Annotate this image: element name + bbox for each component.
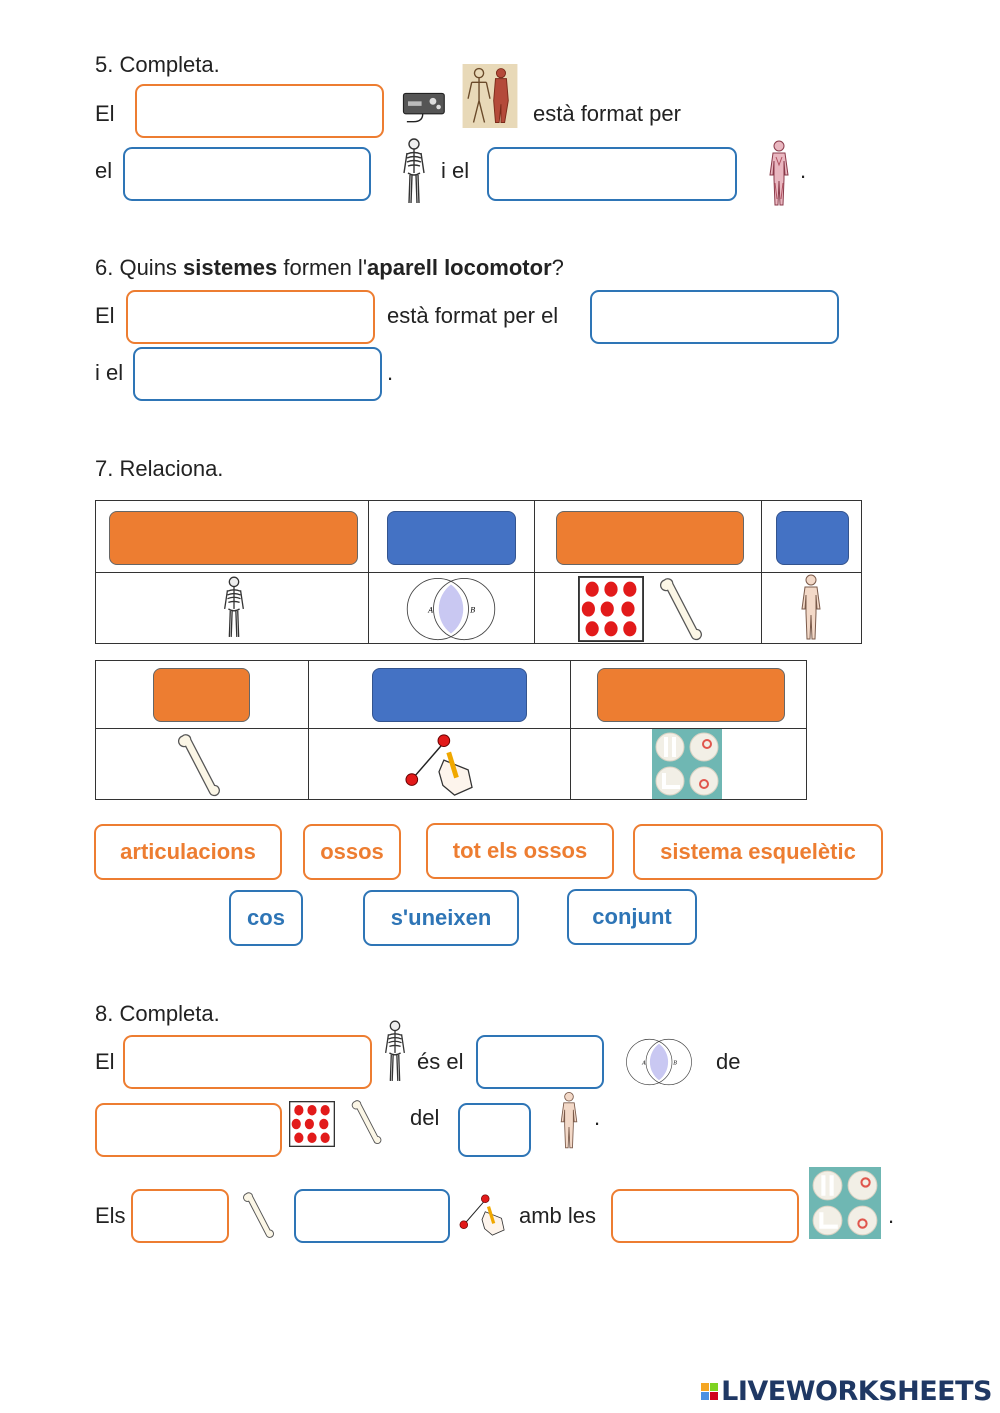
- q8-title: 8. Completa.: [95, 1001, 220, 1026]
- bone-icon: [171, 731, 231, 799]
- q5-answer-3[interactable]: [487, 147, 737, 201]
- q8-answer-6[interactable]: [294, 1189, 450, 1243]
- drop-slot-5[interactable]: [153, 668, 250, 722]
- drop-slot-2[interactable]: [387, 511, 516, 565]
- q8-answer-1[interactable]: [123, 1035, 372, 1089]
- q6-answer-3[interactable]: [133, 347, 382, 401]
- drop-slot-1[interactable]: [109, 511, 358, 565]
- word-articulacions[interactable]: articulacions: [94, 824, 282, 880]
- bone-icon: [346, 1098, 390, 1146]
- human-body-icon: [796, 573, 826, 643]
- red-dots-icon: [288, 1101, 336, 1147]
- q5-text-el-2: el: [95, 158, 113, 183]
- q5-text-iel: i el: [441, 158, 470, 183]
- relate-table-2: [95, 660, 807, 800]
- q6-text-format: està format per el: [387, 303, 559, 328]
- drop-slot-6[interactable]: [372, 668, 527, 722]
- muscle-body-icon: [764, 138, 794, 210]
- q8-period-2: .: [888, 1203, 895, 1228]
- q6-answer-2[interactable]: [590, 290, 839, 344]
- q5-answer-1[interactable]: [135, 84, 384, 138]
- word-tot-els-ossos[interactable]: tot els ossos: [426, 823, 614, 879]
- hand-connect-icon: [456, 1190, 508, 1240]
- q5-answer-2[interactable]: [123, 147, 371, 201]
- drop-slot-4[interactable]: [776, 511, 849, 565]
- q6-period: .: [387, 360, 394, 385]
- q6-title: 6. Quins sistemes formen l'aparell locom…: [95, 255, 564, 280]
- q6-answer-1[interactable]: [126, 290, 375, 344]
- joints-icon: [651, 729, 723, 799]
- hand-connect-icon: [399, 731, 479, 799]
- bone-icon: [653, 575, 713, 643]
- q7-title: 7. Relaciona.: [95, 456, 224, 481]
- q5-text-el: El: [95, 101, 115, 126]
- q8-period-1: .: [594, 1105, 601, 1130]
- q5-text-format: està format per: [533, 101, 681, 126]
- venn-diagram-icon: [617, 1036, 701, 1088]
- bone-icon: [238, 1190, 282, 1240]
- skeleton-icon: [381, 1016, 409, 1088]
- q8-answer-2[interactable]: [476, 1035, 604, 1089]
- venn-diagram-icon: [391, 574, 511, 644]
- human-body-icon: [556, 1090, 582, 1152]
- word-conjunt[interactable]: conjunt: [567, 889, 697, 945]
- word-ossos[interactable]: ossos: [303, 824, 401, 880]
- logo-text: LIVEWORKSHEETS: [721, 1376, 992, 1407]
- word-suneixen[interactable]: s'uneixen: [363, 890, 519, 946]
- q8-text-de: de: [716, 1049, 741, 1074]
- q8-text-esel: és el: [417, 1049, 464, 1074]
- q8-answer-3[interactable]: [95, 1103, 282, 1157]
- q5-title: 5. Completa.: [95, 52, 220, 77]
- drop-slot-7[interactable]: [597, 668, 785, 722]
- q8-text-del: del: [410, 1105, 440, 1130]
- liveworksheets-logo: LIVEWORKSHEETS: [701, 1376, 992, 1407]
- red-dots-icon: [577, 576, 645, 642]
- skeleton-icon: [399, 136, 429, 208]
- q8-answer-4[interactable]: [458, 1103, 531, 1157]
- word-sistema-esqueletic[interactable]: sistema esquelètic: [633, 824, 883, 880]
- anatomy-skeleton-muscle-icon: [462, 64, 518, 128]
- q8-answer-5[interactable]: [131, 1189, 229, 1243]
- skeleton-icon: [220, 573, 248, 643]
- q8-text-el: El: [95, 1049, 115, 1074]
- machine-icon: [402, 90, 448, 124]
- logo-mark-icon: [701, 1383, 719, 1400]
- q6-text-el: El: [95, 303, 115, 328]
- q6-text-iel: i el: [95, 360, 124, 385]
- q5-period: .: [800, 158, 807, 183]
- q8-answer-7[interactable]: [611, 1189, 799, 1243]
- q8-text-els: Els: [95, 1203, 126, 1228]
- q8-text-amb-les: amb les: [519, 1203, 597, 1228]
- drop-slot-3[interactable]: [556, 511, 744, 565]
- word-cos[interactable]: cos: [229, 890, 303, 946]
- relate-table-1: [95, 500, 862, 644]
- joints-icon: [809, 1167, 881, 1239]
